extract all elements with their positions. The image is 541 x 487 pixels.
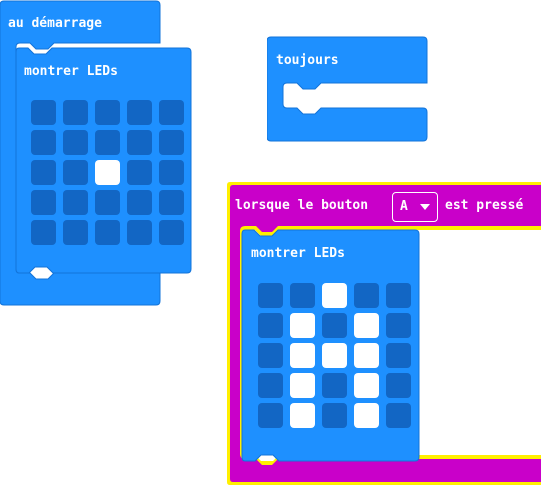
led-cell[interactable] [127,190,152,215]
led-cell[interactable] [127,160,152,185]
led-cell[interactable] [258,313,283,338]
led-cell[interactable] [386,343,411,368]
led-cell[interactable] [386,283,411,308]
led-cell[interactable] [258,283,283,308]
button-select-dropdown[interactable]: A [392,192,438,222]
led-cell[interactable] [31,190,56,215]
led-cell[interactable] [159,130,184,155]
led-cell[interactable] [290,283,315,308]
led-cell[interactable] [31,130,56,155]
led-grid-start[interactable] [31,100,184,245]
led-cell[interactable] [290,313,315,338]
show-leds-label-button: montrer LEDs [251,246,345,261]
led-cell[interactable] [258,343,283,368]
led-cell[interactable] [354,313,379,338]
led-cell[interactable] [386,373,411,398]
led-cell[interactable] [290,343,315,368]
led-cell[interactable] [159,190,184,215]
led-cell[interactable] [354,343,379,368]
led-cell[interactable] [386,313,411,338]
led-cell[interactable] [95,100,120,125]
led-cell[interactable] [290,403,315,428]
led-cell[interactable] [31,160,56,185]
led-cell[interactable] [63,220,88,245]
led-cell[interactable] [63,160,88,185]
led-cell[interactable] [95,130,120,155]
led-cell[interactable] [258,373,283,398]
led-cell[interactable] [322,373,347,398]
led-cell[interactable] [159,100,184,125]
led-cell[interactable] [127,130,152,155]
led-cell[interactable] [95,190,120,215]
on-button-label-suffix: est pressé [445,198,524,213]
on-button-pressed-block[interactable] [225,180,541,487]
forever-label: toujours [276,53,339,68]
led-cell[interactable] [258,403,283,428]
led-cell[interactable] [95,160,120,185]
on-button-label-prefix: lorsque le bouton [235,198,369,213]
led-cell[interactable] [159,160,184,185]
led-cell[interactable] [31,100,56,125]
led-cell[interactable] [159,220,184,245]
led-cell[interactable] [290,373,315,398]
led-cell[interactable] [386,403,411,428]
led-cell[interactable] [322,403,347,428]
led-cell[interactable] [31,220,56,245]
led-cell[interactable] [95,220,120,245]
led-cell[interactable] [354,283,379,308]
led-cell[interactable] [127,220,152,245]
led-cell[interactable] [63,130,88,155]
led-cell[interactable] [322,343,347,368]
led-cell[interactable] [63,100,88,125]
led-cell[interactable] [354,373,379,398]
chevron-down-icon [420,204,430,210]
on-start-label: au démarrage [8,16,102,31]
button-select-value: A [400,199,408,214]
forever-block[interactable] [267,36,429,142]
led-cell[interactable] [354,403,379,428]
led-cell[interactable] [322,283,347,308]
led-grid-button[interactable] [258,283,411,428]
show-leds-label-start: montrer LEDs [24,64,118,79]
led-cell[interactable] [127,100,152,125]
led-cell[interactable] [322,313,347,338]
led-cell[interactable] [63,190,88,215]
